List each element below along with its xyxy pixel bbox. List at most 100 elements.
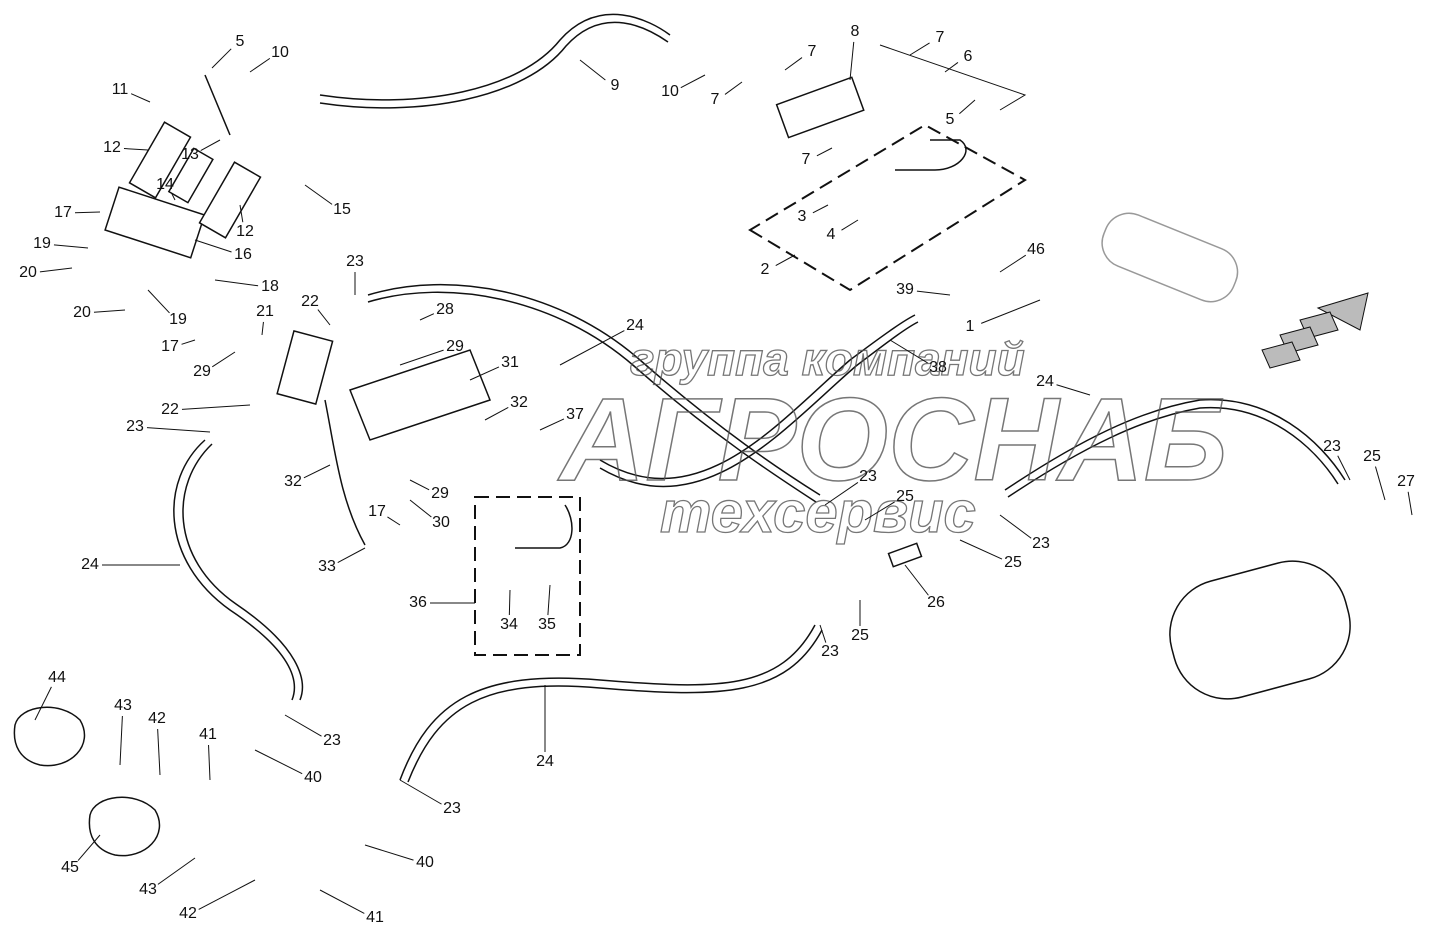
leader-line <box>959 99 976 115</box>
part-label: 29 <box>431 485 449 502</box>
leader-line <box>74 211 101 214</box>
leader-line <box>34 686 52 721</box>
part-label: 37 <box>566 406 584 423</box>
part-label: 19 <box>169 311 187 328</box>
coupling-44 <box>13 706 86 767</box>
part-label: 14 <box>156 176 174 193</box>
part-label: 24 <box>1036 373 1054 390</box>
leader-line <box>579 59 606 81</box>
hose-24-right <box>1004 398 1346 491</box>
part-label: 17 <box>161 338 179 355</box>
frame-36 <box>474 496 581 656</box>
leader-line <box>284 714 322 737</box>
part-label: 8 <box>851 23 860 40</box>
leader-line <box>39 267 73 273</box>
leader-line <box>775 254 796 266</box>
frame-2 <box>748 123 1027 292</box>
part-label: 15 <box>333 201 351 218</box>
part-label: 20 <box>19 264 37 281</box>
leader-line <box>916 290 951 296</box>
part-label: 17 <box>54 204 72 221</box>
leader-line <box>123 148 149 151</box>
part-label: 32 <box>284 473 302 490</box>
part-label: 3 <box>798 208 807 225</box>
leader-line <box>812 204 829 214</box>
leader-line <box>889 339 928 364</box>
part-label: 30 <box>432 514 450 531</box>
part-label: 41 <box>366 909 384 926</box>
part-label: 25 <box>1004 554 1022 571</box>
part-label: 23 <box>126 418 144 435</box>
leader-line <box>130 93 151 103</box>
part-label: 7 <box>936 29 945 46</box>
part-label: 21 <box>256 303 274 320</box>
watermark-line1: группа компаний <box>630 333 1025 385</box>
hose-24-bottom-inner <box>407 629 823 783</box>
part-label: 7 <box>802 151 811 168</box>
leader-line <box>249 57 271 73</box>
part-label: 38 <box>929 359 947 376</box>
leader-line <box>849 41 855 81</box>
tee-26 <box>887 542 923 568</box>
part-label: 36 <box>409 594 427 611</box>
leader-line <box>999 514 1032 539</box>
part-label: 23 <box>1323 438 1341 455</box>
hose-38 <box>599 314 916 480</box>
leader-line <box>211 351 236 368</box>
hose-24-left-inner <box>182 443 304 701</box>
part-label: 45 <box>61 859 79 876</box>
leader-line <box>904 564 929 596</box>
part-label: 4 <box>827 226 836 243</box>
bracket-31 <box>349 349 491 441</box>
leader-line <box>53 244 89 249</box>
leader-line <box>146 427 211 433</box>
brake-line-33 <box>324 399 366 546</box>
part-label: 23 <box>859 468 877 485</box>
leader-line <box>200 139 221 151</box>
part-label: 25 <box>1363 448 1381 465</box>
part-label: 24 <box>536 753 554 770</box>
leader-line <box>147 289 170 314</box>
part-label: 23 <box>821 643 839 660</box>
leader-line <box>194 239 232 253</box>
hose-38-inner <box>599 321 919 488</box>
leader-line <box>181 339 196 345</box>
part-label: 7 <box>711 91 720 108</box>
part-label: 27 <box>1397 473 1415 490</box>
valve-8 <box>775 76 865 139</box>
leader-line <box>171 193 176 201</box>
frame-8 <box>879 44 1027 111</box>
leader-line <box>198 879 256 910</box>
leader-line <box>181 404 251 410</box>
leader-line <box>239 204 244 223</box>
part-label: 42 <box>148 710 166 727</box>
part-label: 35 <box>538 616 556 633</box>
leader-line <box>819 624 827 643</box>
dashed-frames <box>474 44 1027 656</box>
part-label: 43 <box>114 697 132 714</box>
leader-line <box>211 48 232 69</box>
part-label: 1 <box>966 318 975 335</box>
direction-arrow <box>1261 292 1369 369</box>
leader-line <box>337 547 366 563</box>
leader-line <box>841 219 859 231</box>
part-label: 22 <box>301 293 319 310</box>
leader-line <box>157 857 196 885</box>
leader-line <box>119 715 123 766</box>
hose-24-left <box>173 439 296 701</box>
valve-21 <box>276 329 334 405</box>
part-label: 40 <box>304 769 322 786</box>
part-label: 42 <box>179 905 197 922</box>
part-label: 44 <box>48 669 66 686</box>
hose-9 <box>319 13 671 101</box>
part-label: 12 <box>236 223 254 240</box>
part-label: 31 <box>501 354 519 371</box>
spring-12-left <box>128 121 192 199</box>
part-label: 41 <box>199 726 217 743</box>
cylinder-13 <box>167 147 214 204</box>
part-label: 5 <box>946 111 955 128</box>
part-label: 29 <box>193 363 211 380</box>
leader-line <box>93 309 126 313</box>
part-label: 23 <box>323 732 341 749</box>
